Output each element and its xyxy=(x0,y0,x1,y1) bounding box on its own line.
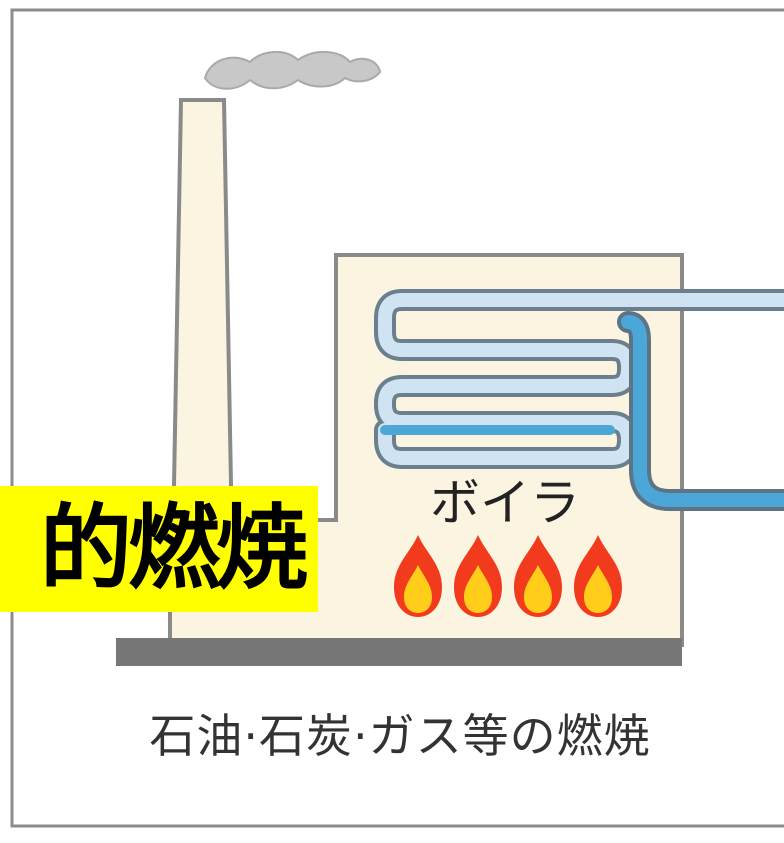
ground-base xyxy=(116,638,682,666)
caption: 石油·石炭·ガス等の燃焼 xyxy=(149,709,650,763)
boiler-label: ボイラ xyxy=(430,474,580,532)
flame-icon xyxy=(454,535,502,617)
highlight-banner: 的燃焼 xyxy=(0,486,318,612)
flame-icon xyxy=(394,535,442,617)
smoke-icon xyxy=(203,51,382,90)
boiler-pipes xyxy=(374,289,784,511)
flame-icon xyxy=(574,535,622,617)
highlight-text: 的燃焼 xyxy=(39,495,308,602)
flames xyxy=(394,535,622,617)
flame-icon xyxy=(514,535,562,617)
